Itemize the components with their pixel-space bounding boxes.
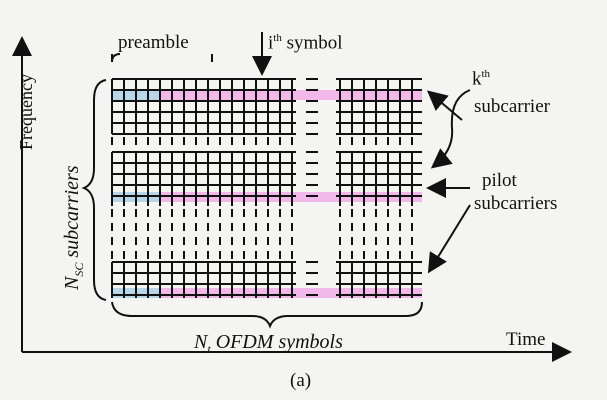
- nsc-brace: [81, 79, 107, 301]
- preamble-bracket-ends: [111, 54, 213, 62]
- kth-label: kth: [472, 68, 491, 90]
- pilot-subcarriers-label: subcarriers: [474, 193, 558, 214]
- nsc-subcarriers-label: NSC subcarriers: [61, 165, 86, 290]
- pilot-arrow-top: [426, 90, 463, 121]
- pilot-label: pilot: [482, 170, 517, 191]
- ith-symbol-label: ith symbol: [268, 32, 343, 54]
- preamble-bracket-left: [111, 53, 121, 63]
- kth-subcarrier-label: subcarrier: [474, 96, 550, 117]
- kth-subcarrier-arrow: [430, 89, 471, 169]
- frequency-axis-label: Frequency: [16, 74, 36, 150]
- preamble-label: preamble: [118, 32, 189, 53]
- figure-caption: (a): [290, 370, 312, 391]
- pilot-arrow-bottom: [427, 204, 471, 274]
- nt-brace: [111, 301, 423, 329]
- nt-ofdm-symbols-label: Nt OFDM symbols: [194, 331, 343, 356]
- time-axis-label: Time: [506, 329, 546, 350]
